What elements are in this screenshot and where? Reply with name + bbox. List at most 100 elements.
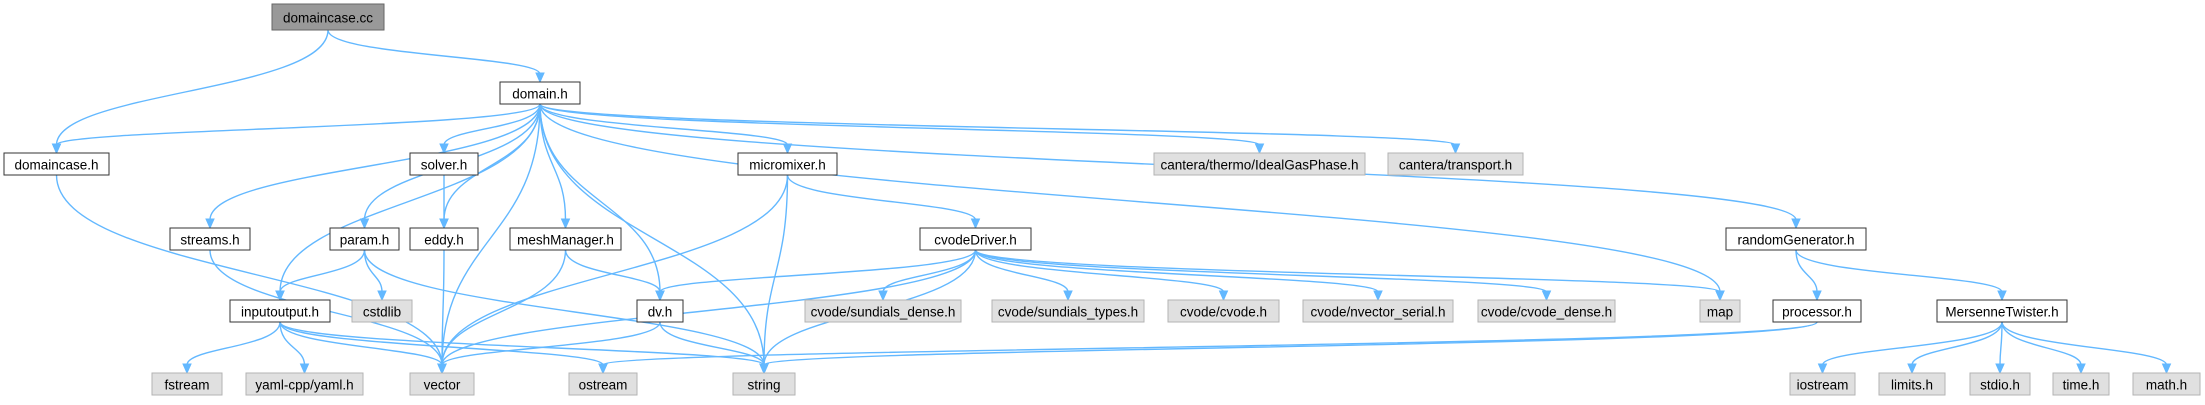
edge-inputoutput_h-to-string: [279, 321, 769, 375]
edge-micromixer_h-to-vector: [437, 174, 789, 375]
node-label: cantera/thermo/IdealGasPhase.h: [1160, 158, 1358, 173]
node-label: streams.h: [180, 233, 239, 248]
node-box: [1772, 299, 1862, 323]
edge-line: [55, 29, 329, 146]
edge-line: [279, 103, 541, 293]
edge-line: [974, 249, 1721, 293]
node-label: domain.h: [512, 87, 568, 102]
edge-arrowhead: [1817, 363, 1828, 375]
edge-dv_h-to-vector: [437, 321, 661, 375]
edge-inputoutput_h-to-fstream: [182, 321, 281, 375]
edge-arrowhead: [182, 363, 192, 375]
node-box: [509, 227, 622, 251]
node-domaincase-h[interactable]: domaincase.h: [3, 152, 110, 176]
edge-arrowhead: [437, 363, 447, 375]
node-cstdlib: cstdlib: [351, 299, 413, 323]
node-randomGenerator-h[interactable]: randomGenerator.h: [1725, 227, 1867, 251]
node-label: dv.h: [648, 305, 673, 320]
edge-line: [602, 321, 1818, 366]
node-box: [409, 227, 479, 251]
edge-processor_h-to-ostream: [598, 321, 1818, 375]
edge-line: [441, 321, 661, 366]
edge-line: [441, 249, 445, 366]
edge-arrowhead: [1063, 290, 1073, 302]
edge-cvodeDriver_h-to-dv_h: [655, 249, 977, 302]
edge-line: [882, 249, 977, 293]
node-param-h[interactable]: param.h: [329, 227, 400, 251]
node-label: math.h: [2146, 378, 2187, 393]
node-fstream: fstream: [151, 372, 223, 396]
node-label: string: [747, 378, 780, 393]
node-box: [1725, 227, 1867, 251]
edge-param_h-to-cstdlib: [363, 249, 387, 302]
edge-arrowhead: [1791, 218, 1801, 230]
node-yaml: yaml-cpp/yaml.h: [245, 372, 364, 396]
edge-domain_h-to-dv_h: [539, 103, 665, 302]
edge-line: [363, 249, 383, 293]
edge-line: [327, 29, 541, 75]
node-box: [229, 299, 331, 323]
node-box: [1302, 299, 1454, 323]
node-micromixer-h[interactable]: micromixer.h: [737, 152, 838, 176]
node-inputoutput-h[interactable]: inputoutput.h: [229, 299, 331, 323]
edge-arrowhead: [2161, 363, 2172, 375]
node-processor-h[interactable]: processor.h: [1772, 299, 1862, 323]
node-box: [1477, 299, 1616, 323]
node-box: [2132, 372, 2201, 396]
node-stdio-h: stdio.h: [1969, 372, 2031, 396]
edge-line: [974, 249, 1069, 293]
edge-line: [763, 321, 1818, 366]
node-box: [1153, 152, 1366, 176]
edge-line: [2001, 321, 2082, 366]
node-math-h: math.h: [2132, 372, 2201, 396]
edge-arrowhead: [1254, 143, 1265, 155]
node-iostream: iostream: [1789, 372, 1856, 396]
node-domaincase-cc: domaincase.cc: [271, 3, 385, 31]
node-cvodeDriver-h[interactable]: cvodeDriver.h: [919, 227, 1032, 251]
edge-line: [279, 321, 306, 366]
edge-processor_h-to-string: [759, 321, 1818, 375]
edge-arrowhead: [759, 363, 769, 375]
edge-domain_h-to-inputoutput_h: [275, 103, 541, 302]
node-sundials-types: cvode/sundials_types.h: [991, 299, 1145, 323]
edge-arrowhead: [1995, 363, 2005, 375]
edge-line: [1821, 321, 2003, 366]
node-MersenneTwister-h[interactable]: MersenneTwister.h: [1936, 299, 2068, 323]
edge-line: [55, 174, 443, 366]
node-eddy-h[interactable]: eddy.h: [409, 227, 479, 251]
node-label: ostream: [579, 378, 628, 393]
edge-line: [279, 321, 604, 366]
edge-arrowhead: [299, 363, 310, 375]
node-box: [737, 152, 838, 176]
edge-line: [186, 321, 281, 366]
edge-arrowhead: [1997, 290, 2007, 302]
edge-arrowhead: [598, 363, 608, 375]
node-meshManager-h[interactable]: meshManager.h: [509, 227, 622, 251]
edge-arrowhead: [1812, 290, 1822, 302]
node-sundials-dense: cvode/sundials_dense.h: [804, 299, 962, 323]
edge-arrowhead: [560, 218, 571, 230]
edge-param_h-to-inputoutput_h: [275, 249, 366, 302]
node-solver-h[interactable]: solver.h: [409, 152, 479, 176]
edge-cvodeDriver_h-to-cvode_dense: [974, 249, 1552, 302]
edge-randomGenerator_h-to-MersenneTwister_h: [1795, 249, 2007, 302]
edge-arrowhead: [1541, 290, 1552, 302]
edge-line: [974, 249, 1379, 293]
edge-line: [2001, 321, 2168, 366]
edge-domain_h-to-cantera_transport: [539, 103, 1461, 155]
edge-arrowhead: [655, 290, 665, 302]
node-dv-h[interactable]: dv.h: [636, 299, 684, 323]
edge-MersenneTwister_h-to-limits_h: [1907, 321, 2003, 375]
node-label: processor.h: [1782, 305, 1852, 320]
node-streams-h[interactable]: streams.h: [169, 227, 251, 251]
node-string: string: [732, 372, 796, 396]
node-domain-h[interactable]: domain.h: [499, 81, 581, 105]
node-box: [329, 227, 400, 251]
edge-inputoutput_h-to-yaml: [279, 321, 310, 375]
node-box: [568, 372, 638, 396]
edge-arrowhead: [970, 218, 981, 230]
edge-cvodeDriver_h-to-sundials_dense: [878, 249, 977, 302]
node-label: cvode/nvector_serial.h: [1310, 305, 1445, 320]
edge-line: [539, 103, 1261, 146]
